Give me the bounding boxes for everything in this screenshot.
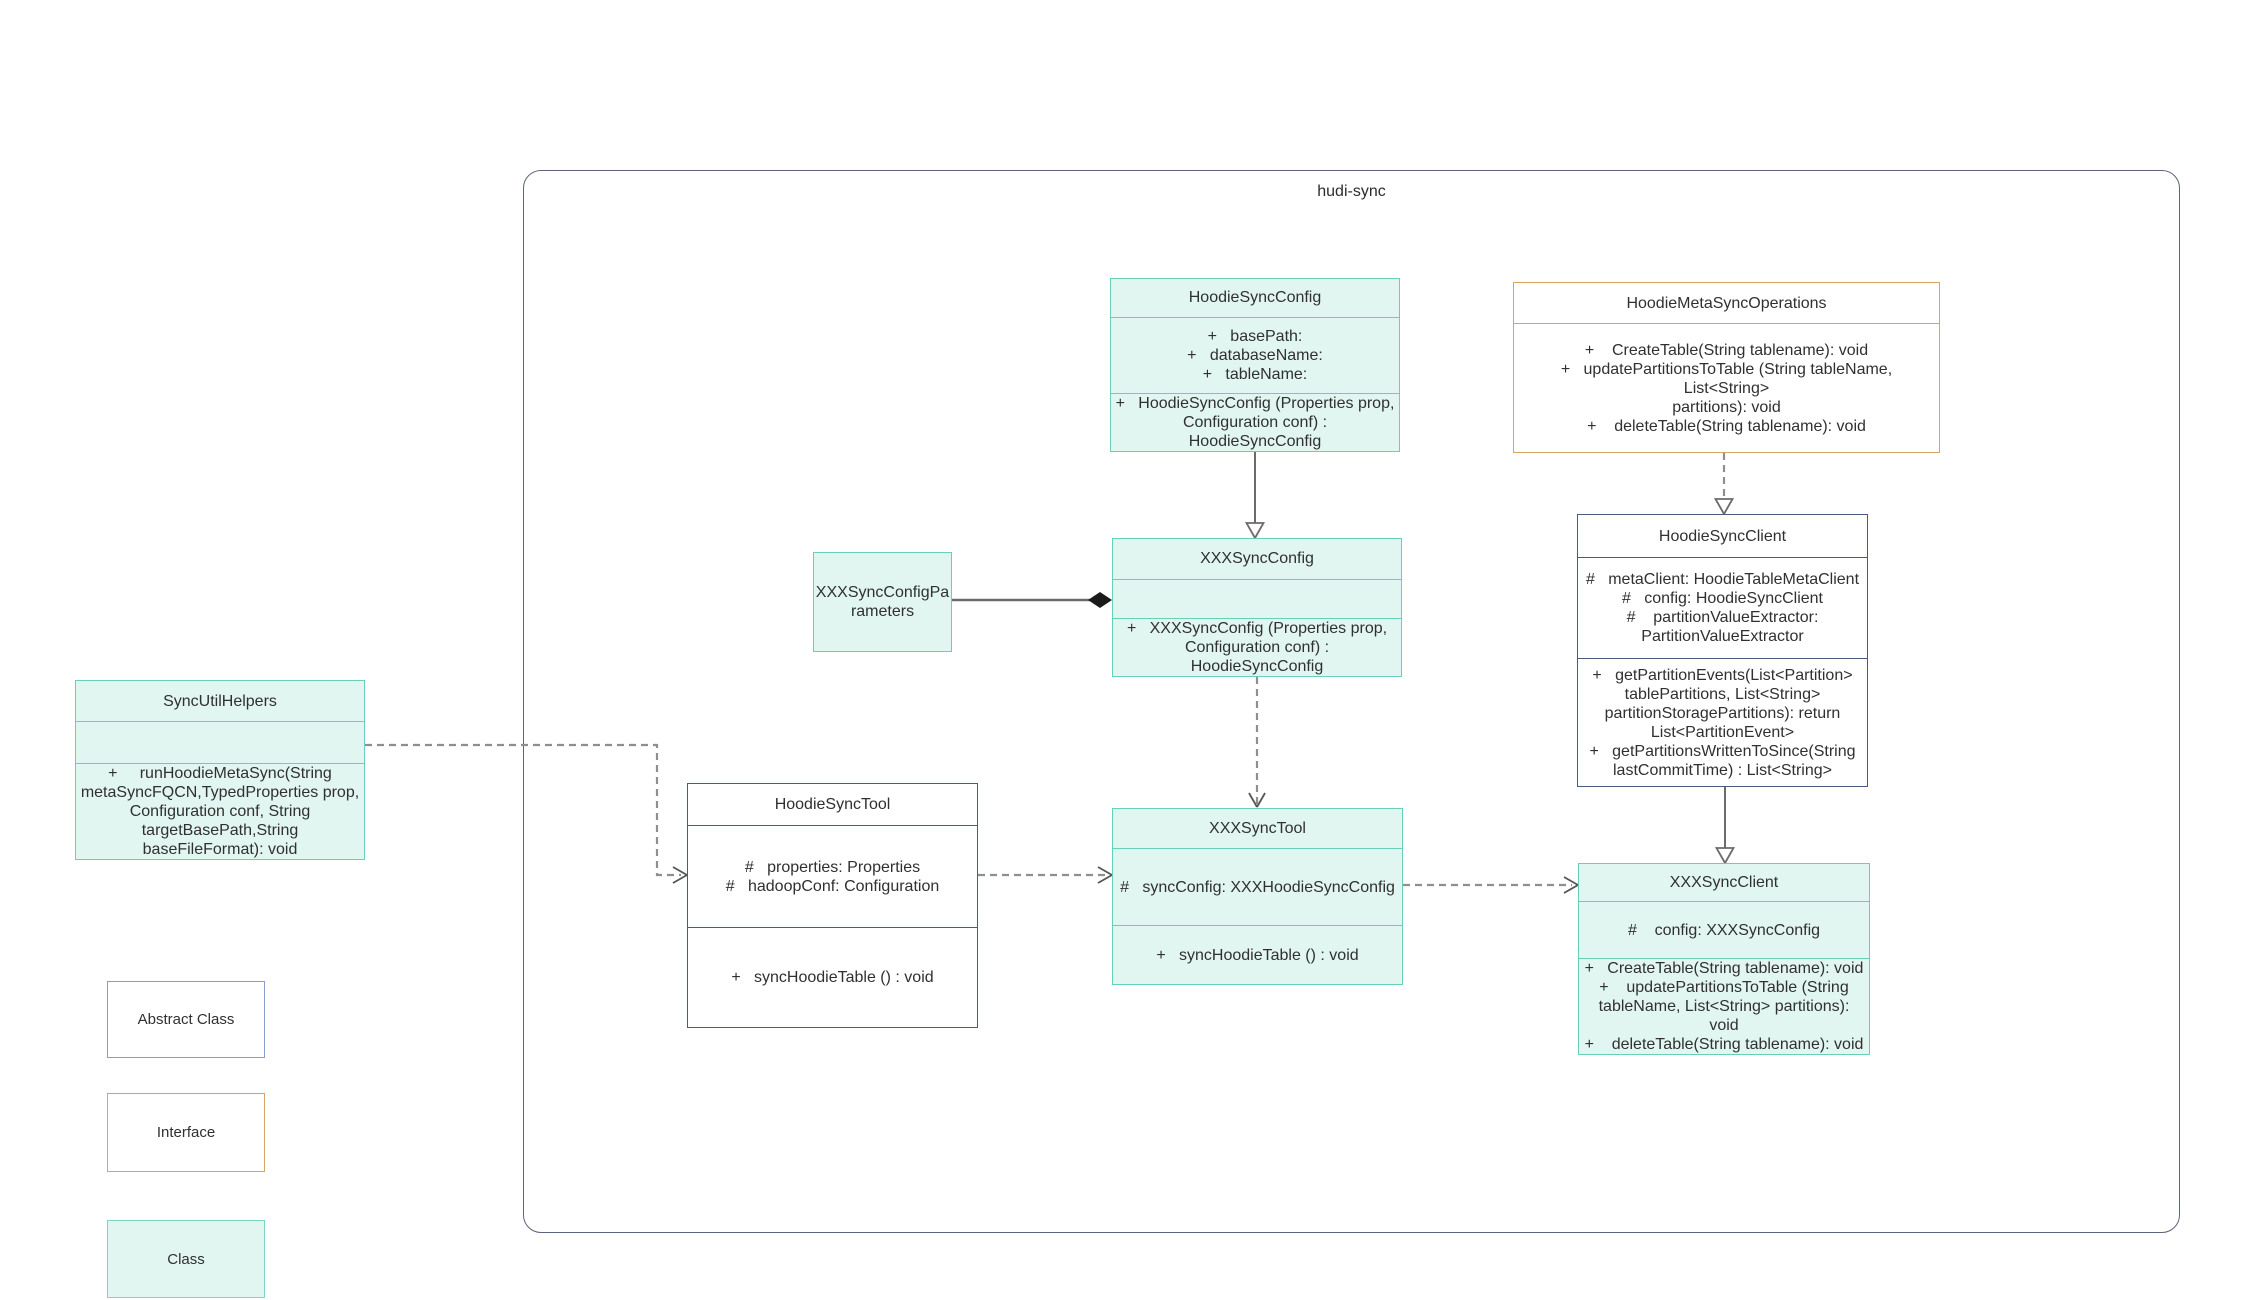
legend-interface: Interface: [107, 1093, 265, 1172]
method: + CreateTable(String tablename): void: [1584, 341, 1869, 359]
method: + getPartitionEvents(List<Partition> tab…: [1592, 666, 1853, 741]
class-fields: + basePath: + databaseName: + tableName:: [1111, 318, 1399, 394]
method: + getPartitionsWrittenToSince(String las…: [1589, 742, 1856, 779]
legend-label: Class: [167, 1250, 205, 1268]
class-fields: # syncConfig: XXXHoodieSyncConfig: [1113, 849, 1402, 926]
field: + tableName:: [1202, 365, 1308, 383]
abstract-class-hoodie-sync-client: HoodieSyncClient # metaClient: HoodieTab…: [1577, 514, 1868, 787]
class-methods: + CreateTable(String tablename): void + …: [1514, 324, 1939, 452]
class-title: HoodieMetaSyncOperations: [1514, 283, 1939, 324]
class-methods: + XXXSyncConfig (Properties prop, Config…: [1113, 619, 1401, 676]
class-xxx-sync-client: XXXSyncClient # config: XXXSyncConfig + …: [1578, 863, 1870, 1055]
class-methods: + syncHoodieTable () : void: [1113, 926, 1402, 984]
class-methods: + HoodieSyncConfig (Properties prop, Con…: [1111, 394, 1399, 451]
class-title: SyncUtilHelpers: [76, 681, 364, 723]
field: + basePath:: [1207, 327, 1303, 345]
method: + HoodieSyncConfig (Properties prop, Con…: [1115, 395, 1395, 450]
field: # syncConfig: XXXHoodieSyncConfig: [1120, 878, 1395, 896]
field: # metaClient: HoodieTableMetaClient: [1585, 571, 1860, 588]
method: + updatePartitionsToTable (String tableN…: [1598, 979, 1850, 1034]
class-methods: + CreateTable(String tablename): void + …: [1579, 959, 1869, 1054]
method: + syncHoodieTable () : void: [1156, 946, 1359, 964]
class-sync-util-helpers: SyncUtilHelpers + runHoodieMetaSync(Stri…: [75, 680, 365, 860]
package-label: hudi-sync: [1317, 183, 1386, 200]
class-hoodie-sync-config: HoodieSyncConfig + basePath: + databaseN…: [1110, 278, 1400, 452]
class-title: XXXSyncConfig: [1113, 539, 1401, 580]
method: + CreateTable(String tablename): void: [1584, 960, 1864, 977]
abstract-class-hoodie-sync-tool: HoodieSyncTool # properties: Properties …: [687, 783, 978, 1028]
legend-class: Class: [107, 1220, 265, 1298]
method: + updatePartitionsToTable (String tableN…: [1560, 360, 1893, 416]
method: + deleteTable(String tablename): void: [1587, 417, 1866, 435]
method: + XXXSyncConfig (Properties prop, Config…: [1126, 620, 1388, 675]
class-title: HoodieSyncConfig: [1111, 279, 1399, 318]
field: # config: XXXSyncConfig: [1627, 921, 1821, 939]
method: + deleteTable(String tablename): void: [1584, 1036, 1864, 1053]
class-title: HoodieSyncTool: [688, 784, 977, 826]
class-fields: # config: XXXSyncConfig: [1579, 902, 1869, 959]
class-fields: # metaClient: HoodieTableMetaClient # co…: [1578, 558, 1867, 659]
class-title: XXXSyncConfigParameters: [815, 584, 950, 620]
method: + syncHoodieTable () : void: [731, 969, 934, 986]
legend-abstract-class: Abstract Class: [107, 981, 265, 1058]
class-methods: + syncHoodieTable () : void: [688, 928, 977, 1027]
class-xxx-sync-config: XXXSyncConfig + XXXSyncConfig (Propertie…: [1112, 538, 1402, 677]
class-methods: + getPartitionEvents(List<Partition> tab…: [1578, 659, 1867, 786]
class-fields-empty: [76, 722, 364, 764]
legend-label: Abstract Class: [137, 1011, 235, 1028]
class-xxx-sync-config-parameters: XXXSyncConfigParameters: [813, 552, 952, 652]
field: # hadoopConf: Configuration: [725, 877, 940, 895]
field: + databaseName:: [1187, 346, 1323, 364]
class-fields: # properties: Properties # hadoopConf: C…: [688, 826, 977, 928]
class-title: XXXSyncClient: [1579, 864, 1869, 903]
package-hudi-sync: hudi-sync: [523, 170, 2180, 1233]
field: # partitionValueExtractor: PartitionValu…: [1626, 609, 1819, 645]
field: # config: HoodieSyncClient: [1622, 590, 1823, 607]
class-xxx-sync-tool: XXXSyncTool # syncConfig: XXXHoodieSyncC…: [1112, 808, 1403, 985]
class-fields-empty: [1113, 580, 1401, 619]
method: + runHoodieMetaSync(String metaSyncFQCN,…: [80, 765, 360, 858]
class-title: HoodieSyncClient: [1578, 515, 1867, 558]
interface-hoodie-meta-sync-operations: HoodieMetaSyncOperations + CreateTable(S…: [1513, 282, 1940, 453]
class-methods: + runHoodieMetaSync(String metaSyncFQCN,…: [76, 764, 364, 859]
class-title: XXXSyncTool: [1113, 809, 1402, 849]
legend-label: Interface: [156, 1124, 216, 1141]
field: # properties: Properties: [744, 858, 921, 876]
